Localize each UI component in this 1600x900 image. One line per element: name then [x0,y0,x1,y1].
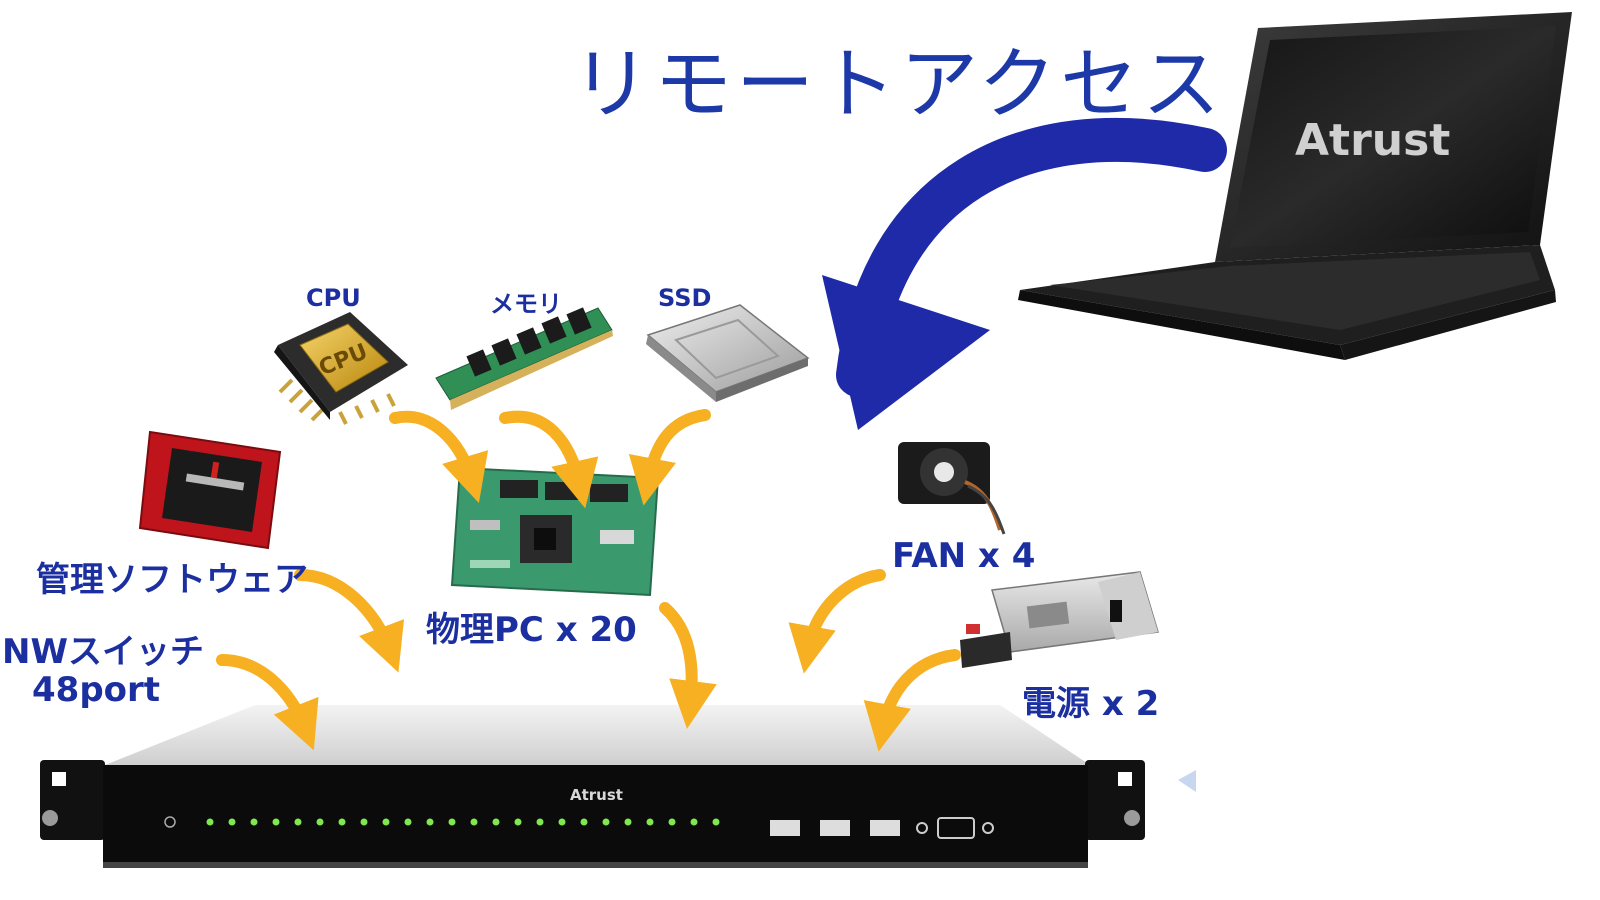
fan-label: FAN x 4 [892,536,1036,576]
nw-switch-label: NWスイッチ [2,632,204,672]
port-led [228,818,236,826]
nw-switch-ports-label: 48port [32,670,161,710]
port-led [690,818,698,826]
cpu-label: CPU [306,284,361,312]
port-led [382,818,390,826]
port-led [470,818,478,826]
ssd-label: SSD [658,284,712,312]
arrow-memory-to-board [499,410,599,509]
port-led [404,818,412,826]
port-led [492,818,500,826]
remote-access-arrow [822,117,1227,430]
memory-label: メモリ [490,290,562,318]
arrow-pc-to-server [659,602,717,729]
port-led [646,818,654,826]
management-software-chip-image [138,430,282,550]
arrow-switch-to-server [216,654,319,751]
remote-access-title: リモートアクセス [572,40,1225,130]
port-led [426,818,434,826]
server-brand-logo: Atrust [570,786,623,804]
port-led [624,818,632,826]
port-led [206,818,214,826]
arrow-ssd-to-board [628,409,711,506]
port-led [294,818,302,826]
port-led [536,818,544,826]
port-led [558,818,566,826]
ssd-image [646,304,810,402]
port-led [448,818,456,826]
port-led [712,818,720,826]
physical-pc-label: 物理PC x 20 [426,610,637,650]
port-led [250,818,258,826]
orange-arrows [216,409,961,752]
laptop-brand-logo: Atrust [1295,115,1450,166]
side-triangle-marker [1178,770,1196,792]
port-led [338,818,346,826]
port-led [668,818,676,826]
management-software-label: 管理ソフトウェア [36,560,308,600]
power-supply-image [960,571,1159,668]
laptop-image [1018,12,1572,360]
port-led [580,818,588,826]
power-label: 電源 x 2 [1022,684,1160,724]
port-led [272,818,280,826]
fan-image [898,442,1006,535]
arrow-software-to-server [294,569,405,673]
rack-server-image [40,705,1145,868]
memory-module-image [435,307,613,410]
port-led [316,818,324,826]
cpu-chip-image [274,312,408,425]
arrow-cpu-to-board [389,410,489,503]
port-led [514,818,522,826]
motherboard-image [450,466,660,597]
arrow-power-to-server [863,649,961,752]
port-led [602,818,610,826]
port-led [360,818,368,826]
arrow-fan-to-server [788,569,886,674]
